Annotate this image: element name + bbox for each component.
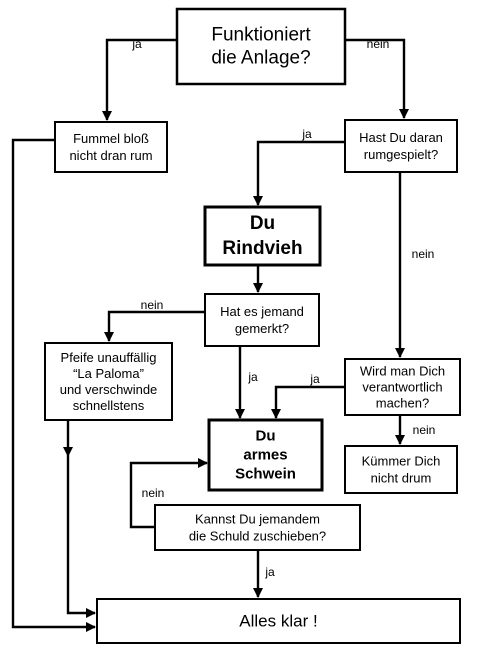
node-box <box>44 342 173 421</box>
connector-arrow <box>11 138 96 632</box>
node-fummel: Fummel bloß nicht dran rum <box>54 121 168 173</box>
node-text: die Schuld zuschieben? <box>189 529 326 544</box>
edge-label-schuld-schwein: nein <box>142 486 165 500</box>
node-text: die Anlage? <box>211 48 310 69</box>
node-box <box>154 504 361 551</box>
edge-label-start-gespielt: nein <box>367 37 390 51</box>
node-text: “La Paloma” <box>73 366 144 381</box>
node-text: Pfeife unauffällig <box>61 350 157 365</box>
node-text: nicht drum <box>371 471 432 486</box>
connector-arrow <box>66 420 96 618</box>
flow-marker-icon <box>63 447 73 457</box>
node-box <box>344 358 461 416</box>
node-box <box>96 598 461 644</box>
connector-arrow <box>345 38 409 119</box>
node-text: Rindvieh <box>222 238 302 259</box>
connectors <box>11 38 409 632</box>
node-text: gemerkt? <box>235 321 289 336</box>
node-allesklar: Alles klar ! <box>96 598 461 644</box>
node-text: Alles klar ! <box>239 612 317 631</box>
node-text: Kannst Du jemandem <box>195 512 320 527</box>
node-text: machen? <box>376 396 429 411</box>
node-text: Funktioniert <box>211 25 311 46</box>
node-text: Hast Du daran <box>359 130 443 145</box>
connector-arrow <box>129 458 208 529</box>
node-schuld: Kannst Du jemandem die Schuld zuschieben? <box>154 504 361 551</box>
edge-label-gemerkt-pfeife: nein <box>141 298 164 312</box>
node-box <box>54 121 168 173</box>
node-text: Fummel bloß <box>73 131 149 146</box>
node-box <box>344 445 458 494</box>
node-text: und verschwinde <box>60 382 158 397</box>
node-box <box>207 418 324 492</box>
edge-label-verantwortlich-kuemmer: nein <box>413 423 436 437</box>
edge-label-schuld-allesklar: ja <box>264 565 275 579</box>
edge-label-start-fummel: ja <box>131 37 142 51</box>
connector-arrow <box>104 310 205 342</box>
node-gespielt: Hast Du daran rumgespielt? <box>344 119 458 173</box>
edge-label-gespielt-rindvieh: ja <box>301 127 312 141</box>
node-text: Kümmer Dich <box>362 454 441 469</box>
node-kuemmer: Kümmer Dich nicht drum <box>344 445 458 494</box>
node-text: Hat es jemand <box>220 304 304 319</box>
edge-label-gespielt-verantwortlich: nein <box>412 247 435 261</box>
node-text: nicht dran rum <box>69 148 152 163</box>
edge-labels: ja nein ja nein nein ja ja nein nein ja <box>131 37 435 579</box>
node-box <box>203 205 322 267</box>
node-box <box>204 293 320 347</box>
node-text: Du <box>250 213 275 234</box>
connector-arrow <box>253 140 345 206</box>
edge-label-verantwortlich-schwein: ja <box>309 372 320 386</box>
node-text: rumgespielt? <box>364 147 438 162</box>
node-box <box>175 7 347 86</box>
node-text: armes <box>243 447 287 464</box>
edge-label-gemerkt-schwein: ja <box>247 370 258 384</box>
connector-arrow <box>271 385 345 419</box>
node-text: schnellstens <box>73 398 145 413</box>
node-text: verantwortlich <box>362 380 442 395</box>
node-text: Schwein <box>235 466 296 483</box>
node-pfeife: Pfeife unauffällig“La Paloma”und verschw… <box>44 342 173 421</box>
node-text: Wird man Dich <box>360 364 445 379</box>
connector-arrow <box>102 38 177 121</box>
node-gemerkt: Hat es jemand gemerkt? <box>204 293 320 347</box>
node-box <box>344 119 458 173</box>
node-text: Du <box>256 428 276 445</box>
